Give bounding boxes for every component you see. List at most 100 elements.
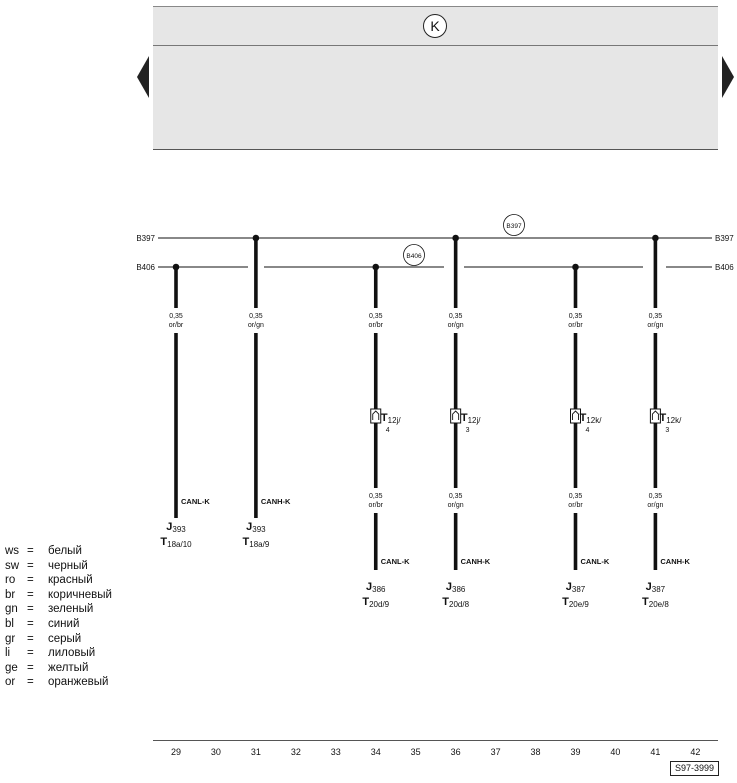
legend-code: gn <box>5 603 18 616</box>
legend-name: красный <box>48 574 93 587</box>
bus-label-right: B397 <box>715 234 734 243</box>
track-number: 39 <box>570 747 581 757</box>
track-number: 37 <box>490 747 501 757</box>
legend-name: желтый <box>48 661 89 674</box>
legend-eq: = <box>27 647 34 660</box>
connector-pin-shape <box>372 410 380 420</box>
legend-code: ro <box>5 574 16 587</box>
legend-eq: = <box>27 545 34 557</box>
wire-color-label: or/gn <box>647 322 663 329</box>
legend-row: gn = зеленый <box>5 602 112 617</box>
legend-code: gr <box>5 632 16 645</box>
legend-name: черный <box>48 559 88 572</box>
header-divider <box>153 45 718 46</box>
wire-gauge-label: 0,35 <box>449 493 463 500</box>
component-label: J386 <box>446 581 466 594</box>
bus-tag-circle <box>503 214 525 236</box>
legend-row: ge=желтый <box>5 661 112 676</box>
legend-name: зеленый <box>48 603 94 616</box>
legend-row: ro = красный <box>5 573 112 588</box>
wire-color-label: or/gn <box>448 502 464 509</box>
legend-eq: = <box>27 603 34 616</box>
signal-label: CANL-K <box>181 497 210 506</box>
component-label: J387 <box>566 581 586 594</box>
signal-label: CANH-K <box>660 557 690 566</box>
component-label: J393 <box>246 521 266 534</box>
legend-name: коричневый <box>48 588 112 601</box>
wire-color-label: or/br <box>369 322 384 329</box>
legend-eq: = <box>27 559 34 572</box>
track-number: 31 <box>250 747 261 757</box>
wire-gauge-label: 0,35 <box>249 313 263 320</box>
track-number: 40 <box>610 747 621 757</box>
next-page-arrow-icon[interactable] <box>722 56 734 98</box>
track-number: 35 <box>410 747 421 757</box>
bus-tag-label: B406 <box>406 253 422 260</box>
legend-row: br=коричневый <box>5 588 112 603</box>
previous-page-arrow-icon[interactable] <box>137 56 149 98</box>
connector-label: T12j/ <box>381 412 401 425</box>
track-number: 30 <box>210 747 221 757</box>
connector-label: T12k/ <box>659 412 682 425</box>
legend-code: or <box>5 676 16 689</box>
header-panel: K <box>153 6 718 150</box>
terminal-label: T20d/8 <box>442 596 469 609</box>
bus-tag-circle <box>403 244 425 266</box>
connector-pin-shape <box>452 410 460 420</box>
legend-name: лиловый <box>48 647 96 660</box>
legend-code: ws <box>5 545 20 557</box>
wire-gauge-label: 0,35 <box>369 493 383 500</box>
legend-row: ws = белый <box>5 544 112 559</box>
wire-gauge-label: 0,35 <box>649 493 663 500</box>
track-number: 32 <box>290 747 301 757</box>
connector-label: T12j/ <box>461 412 481 425</box>
wire-color-label: or/gn <box>647 502 663 509</box>
legend-code: sw <box>5 559 20 572</box>
connector-pin-shape <box>572 410 579 420</box>
legend-name: серый <box>48 632 82 645</box>
track-number: 38 <box>530 747 541 757</box>
legend-code: li <box>5 647 11 660</box>
legend-code: bl <box>5 617 14 630</box>
track-number: 33 <box>330 747 341 757</box>
bus-label-left: B406 <box>136 263 155 272</box>
legend-eq: = <box>27 588 34 601</box>
signal-label: CANH-K <box>461 557 491 566</box>
signal-label: CANL-K <box>581 557 610 566</box>
track-number: 41 <box>650 747 661 757</box>
bus-label-left: B397 <box>136 234 155 243</box>
legend-name: оранжевый <box>48 676 109 689</box>
legend-row: li = лиловый <box>5 646 112 661</box>
connector-pin-number: 3 <box>665 427 669 434</box>
bus-label-right: B406 <box>715 263 734 272</box>
connector-pin-number: 4 <box>386 427 390 434</box>
legend-eq: = <box>27 676 34 689</box>
legend-eq: = <box>27 632 34 645</box>
track-number: 29 <box>170 747 181 757</box>
bus-tag-label: B397 <box>506 223 522 230</box>
track-ruler <box>153 740 718 741</box>
component-label: J387 <box>646 581 666 594</box>
wire-color-label: or/br <box>169 322 184 329</box>
legend-eq: = <box>27 574 34 587</box>
legend-name: белый <box>48 545 82 557</box>
wire-gauge-label: 0,35 <box>569 313 583 320</box>
signal-label: CANL-K <box>381 557 410 566</box>
wire-color-label: or/br <box>568 502 583 509</box>
legend-eq: = <box>27 617 34 630</box>
terminal-label: T20e/8 <box>642 596 669 609</box>
legend-row: gr = серый <box>5 632 112 647</box>
wire-gauge-label: 0,35 <box>649 313 663 320</box>
legend-name: синий <box>48 617 80 630</box>
wire-gauge-label: 0,35 <box>369 313 383 320</box>
track-number: 42 <box>690 747 701 757</box>
wire-gauge-label: 0,35 <box>569 493 583 500</box>
track-number: 34 <box>370 747 381 757</box>
connector-pin-number: 3 <box>466 427 470 434</box>
legend-eq: = <box>27 661 34 674</box>
track-number: 36 <box>450 747 461 757</box>
component-label: J386 <box>366 581 386 594</box>
legend-row: sw = черный <box>5 559 112 574</box>
wire-gauge-label: 0,35 <box>169 313 183 320</box>
